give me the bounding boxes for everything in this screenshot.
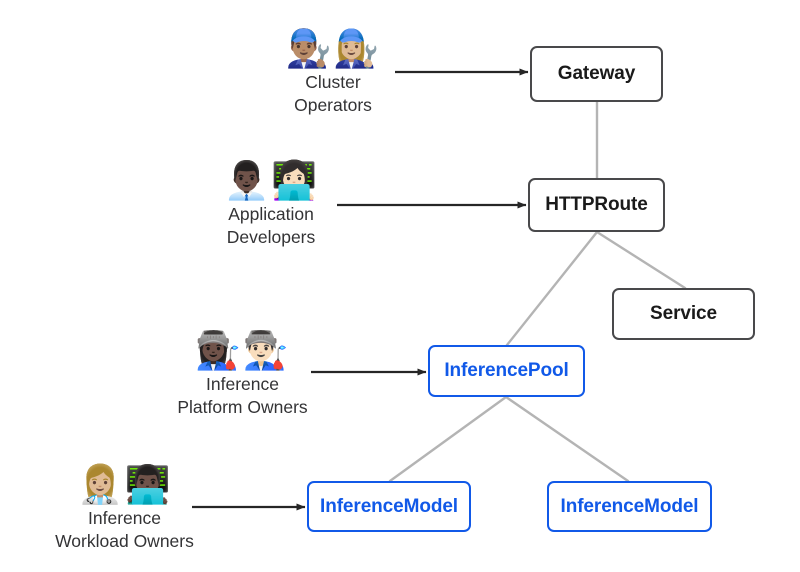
connector-httproute-to-service — [595, 230, 687, 290]
man-office-worker-icon: 👨🏿‍💼👩🏻‍💻 — [223, 159, 319, 202]
woman-health-worker-icon: 👩🏼‍⚕️👨🏿‍💻 — [77, 463, 172, 506]
node-label: HTTPRoute — [545, 194, 648, 215]
node-service[interactable]: Service — [612, 288, 755, 340]
connector-httproute-to-inferencepool — [505, 230, 599, 347]
node-inferencemodel-right[interactable]: InferenceModel — [547, 481, 712, 532]
node-label: InferenceModel — [560, 495, 699, 517]
persona-label-line1: Application — [228, 203, 314, 224]
node-gateway[interactable]: Gateway — [530, 46, 663, 102]
man-mechanic-icon: 👨🏽‍🔧👩🏼‍🔧 — [285, 27, 381, 70]
persona-arrows — [192, 68, 529, 511]
persona-label-line1: Cluster — [305, 71, 361, 92]
node-inferencemodel-left[interactable]: InferenceModel — [307, 481, 471, 532]
persona-label-line1: Inference — [88, 507, 161, 528]
node-label: Gateway — [557, 63, 636, 84]
connector-inferencepool-to-inferencemodel-left — [388, 395, 508, 483]
node-connectors — [388, 100, 687, 483]
connector-inferencepool-to-inferencemodel-right — [504, 395, 630, 483]
node-label: InferencePool — [444, 360, 569, 381]
persona-label-line1: Inference — [206, 373, 279, 394]
node-label: InferenceModel — [320, 495, 458, 517]
node-inferencepool[interactable]: InferencePool — [428, 345, 585, 397]
persona-label-line2: Platform Owners — [177, 396, 308, 417]
woman-construction-worker-icon: 👩🏿‍🏭👨🏻‍🏭 — [195, 329, 290, 372]
persona-label-line2: Developers — [226, 226, 316, 247]
persona-label-line2: Workload Owners — [55, 530, 194, 551]
node-httproute[interactable]: HTTPRoute — [528, 178, 665, 232]
persona-label-line2: Operators — [294, 94, 372, 115]
node-label: Service — [650, 303, 717, 324]
